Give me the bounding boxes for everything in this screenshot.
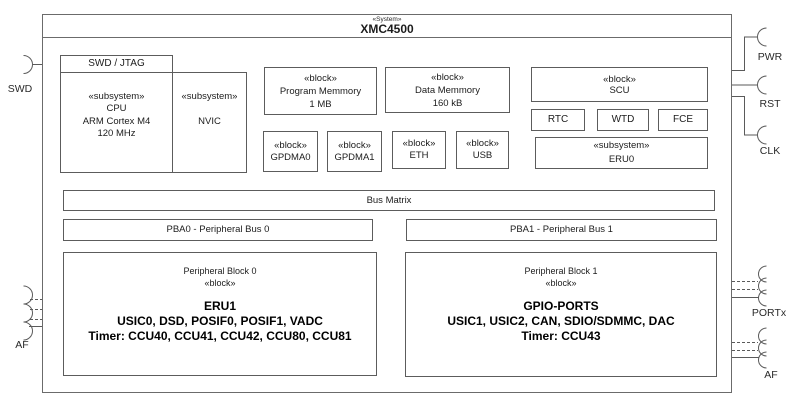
block-fce-name: FCE xyxy=(673,114,693,125)
block-eth: «block» ETH xyxy=(392,131,446,169)
block-eru0: «subsystem» ERU0 xyxy=(535,137,708,169)
block-pba0-name: PBA0 - Peripheral Bus 0 xyxy=(166,224,270,235)
block-usb-stereotype: «block» xyxy=(466,138,499,149)
block-scu-name: SCU xyxy=(609,84,630,96)
block-swd-jtag: SWD / JTAG xyxy=(60,55,173,73)
block-nvic-name: NVIC xyxy=(198,116,221,127)
block-peripheral-0-line2: USIC0, DSD, POSIF0, POSIF1, VADC xyxy=(117,314,323,328)
block-cpu-name: CPU xyxy=(106,103,127,114)
block-peripheral-0: Peripheral Block 0 «block» ERU1 USIC0, D… xyxy=(63,252,377,376)
system-stereotype: «System» xyxy=(372,15,402,23)
pwr-socket-icon xyxy=(757,27,767,47)
block-peripheral-1-line3: Timer: CCU43 xyxy=(521,329,601,343)
swd-socket-icon xyxy=(23,55,33,74)
block-pba0: PBA0 - Peripheral Bus 0 xyxy=(63,219,373,241)
rst-socket-icon xyxy=(757,75,767,95)
block-peripheral-1-content: GPIO-PORTS USIC1, USIC2, CAN, SDIO/SDMMC… xyxy=(447,299,674,344)
block-wtd-name: WTD xyxy=(611,114,635,125)
system-title-bar: «System» XMC4500 xyxy=(42,14,732,38)
block-peripheral-0-title: Peripheral Block 0 xyxy=(183,266,257,276)
block-swd-jtag-label: SWD / JTAG xyxy=(88,58,145,69)
block-data-memory: «block» Data Memmory 160 kB xyxy=(385,67,510,113)
block-gpdma0-name: GPDMA0 xyxy=(270,151,311,163)
block-peripheral-0-content: ERU1 USIC0, DSD, POSIF0, POSIF1, VADC Ti… xyxy=(88,299,351,344)
block-nvic: «subsystem» NVIC xyxy=(172,72,247,173)
port-label-pwr: PWR xyxy=(757,51,783,63)
block-gpdma0: «block» GPDMA0 xyxy=(263,131,318,172)
block-peripheral-1-line1: GPIO-PORTS xyxy=(523,299,599,313)
block-usb: «block» USB xyxy=(456,131,509,169)
af-left-socket-icon xyxy=(23,285,33,341)
port-label-af-left: AF xyxy=(15,339,29,351)
block-scu-stereotype: «block» xyxy=(603,73,636,85)
block-pba1: PBA1 - Peripheral Bus 1 xyxy=(406,219,717,241)
block-eru0-stereotype: «subsystem» xyxy=(593,140,650,151)
block-program-memory-name: Program Memmory xyxy=(279,85,362,97)
block-cpu-stereotype: «subsystem» xyxy=(88,90,145,102)
block-peripheral-1-line2: USIC1, USIC2, CAN, SDIO/SDMMC, DAC xyxy=(447,314,675,328)
port-label-clk: CLK xyxy=(759,145,781,157)
port-label-rst: RST xyxy=(759,98,781,110)
block-eth-name: ETH xyxy=(409,150,429,161)
block-cpu-detail2: 120 MHz xyxy=(97,128,136,139)
port-label-portx: PORTx xyxy=(751,307,787,319)
block-bus-matrix-name: Bus Matrix xyxy=(366,194,412,206)
port-label-swd: SWD xyxy=(7,83,33,95)
block-gpdma1-stereotype: «block» xyxy=(338,139,371,151)
block-peripheral-1-title: Peripheral Block 1 xyxy=(524,266,598,276)
block-wtd: WTD xyxy=(597,109,649,131)
block-cpu-detail1: ARM Cortex M4 xyxy=(82,115,151,127)
block-fce: FCE xyxy=(658,109,708,131)
clk-socket-icon xyxy=(757,125,767,145)
block-gpdma1: «block» GPDMA1 xyxy=(327,131,382,172)
block-gpdma1-name: GPDMA1 xyxy=(334,151,375,163)
block-peripheral-0-line3: Timer: CCU40, CCU41, CCU42, CCU80, CCU81 xyxy=(88,329,352,343)
block-program-memory-stereotype: «block» xyxy=(304,72,337,84)
block-peripheral-1: Peripheral Block 1 «block» GPIO-PORTS US… xyxy=(405,252,717,377)
af-right-socket-icon xyxy=(758,327,767,369)
block-eru0-name: ERU0 xyxy=(608,154,635,165)
block-peripheral-0-stereotype: «block» xyxy=(204,278,236,288)
block-cpu: «subsystem» CPU ARM Cortex M4 120 MHz xyxy=(60,72,173,173)
block-program-memory: «block» Program Memmory 1 MB xyxy=(264,67,377,115)
block-eth-stereotype: «block» xyxy=(402,138,436,149)
block-nvic-stereotype: «subsystem» xyxy=(181,91,238,102)
block-program-memory-detail: 1 MB xyxy=(309,98,332,110)
system-title: XMC4500 xyxy=(360,21,414,36)
block-peripheral-1-stereotype: «block» xyxy=(545,278,577,288)
block-gpdma0-stereotype: «block» xyxy=(274,139,307,151)
block-data-memory-stereotype: «block» xyxy=(431,71,464,83)
block-usb-name: USB xyxy=(472,150,493,161)
block-pba1-name: PBA1 - Peripheral Bus 1 xyxy=(510,224,613,235)
portx-socket-icon xyxy=(758,265,767,307)
block-scu: «block» SCU xyxy=(531,67,708,102)
block-data-memory-name: Data Memmory xyxy=(415,84,480,96)
block-data-memory-detail: 160 kB xyxy=(432,97,463,109)
block-bus-matrix: Bus Matrix xyxy=(63,190,715,211)
block-rtc: RTC xyxy=(531,109,585,131)
block-rtc-name: RTC xyxy=(547,114,569,125)
port-label-af-right: AF xyxy=(764,369,778,381)
block-peripheral-0-line1: ERU1 xyxy=(203,299,236,313)
